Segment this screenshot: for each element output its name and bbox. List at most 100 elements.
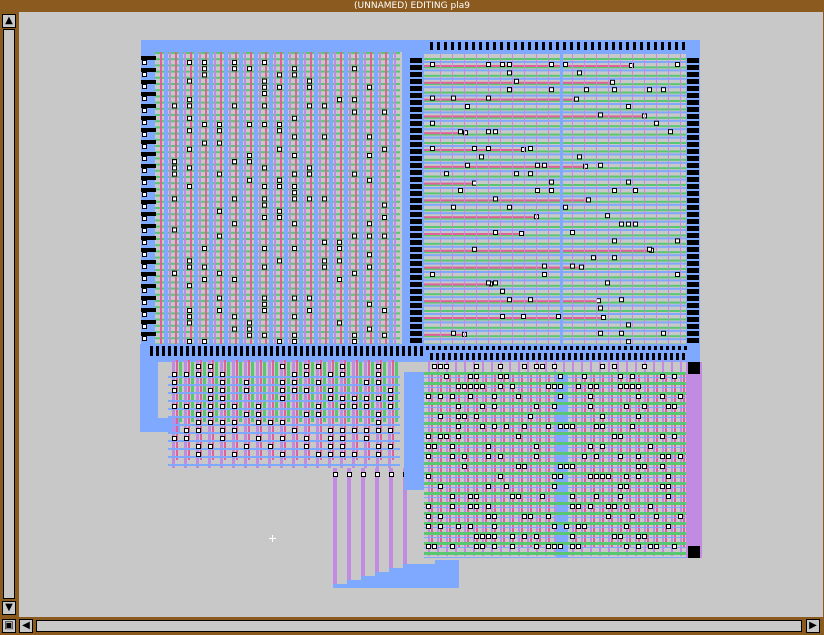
contact-cut-inner	[535, 545, 538, 548]
scroll-down-icon[interactable]: ▼	[2, 601, 16, 615]
contact-cut-inner	[595, 495, 598, 498]
contact-cut-inner	[278, 73, 281, 77]
or-plane-row-metal	[424, 229, 686, 231]
and-plane-column-metal2	[319, 52, 321, 348]
contact-cut-inner	[634, 222, 637, 226]
register-top-tab	[682, 353, 685, 360]
or-plane-output-tab	[687, 240, 699, 245]
corner-icon[interactable]: ▣	[2, 619, 16, 633]
contact-cut-inner	[583, 455, 586, 458]
contact-cut-inner	[433, 545, 436, 548]
and-plane-column-metal2	[304, 52, 306, 348]
contact-cut-inner	[631, 515, 634, 518]
or-plane-term-poly	[424, 216, 538, 219]
and-plane-column-metal2	[244, 52, 246, 348]
vertical-scroll-track[interactable]	[3, 29, 15, 599]
contact-cut-inner	[648, 88, 651, 92]
or-plane-output-tab	[687, 338, 699, 343]
or-plane-term-poly	[424, 266, 583, 269]
contact-cut-inner	[523, 465, 526, 468]
driver-row-metal	[168, 448, 400, 450]
contact-cut-inner	[389, 429, 392, 432]
or-plane-input-driver	[410, 212, 422, 217]
contact-cut-inner	[209, 397, 212, 400]
or-plane-top-tab	[668, 42, 671, 50]
and-plane-input-strap	[141, 152, 156, 156]
contact-cut-inner	[571, 465, 574, 468]
or-plane-input-driver	[410, 86, 422, 91]
contact-cut-inner	[221, 381, 224, 384]
or-plane-input-driver	[410, 135, 422, 140]
and-plane-row-diffusion	[155, 182, 400, 185]
contact-cut-inner	[517, 435, 520, 438]
or-plane-output-tab	[687, 219, 699, 224]
bus-contact-strip	[348, 346, 351, 356]
vertical-scrollbar[interactable]: ▲ ▼	[0, 12, 19, 617]
scroll-right-icon[interactable]: ▶	[806, 619, 820, 633]
or-plane-row-metal	[424, 119, 686, 122]
or-plane-input-driver	[410, 191, 422, 196]
and-plane-row-diffusion	[155, 200, 400, 203]
or-plane-row-metal	[424, 245, 686, 248]
contact-cut-inner	[625, 385, 628, 388]
and-plane-input-strap	[141, 260, 156, 264]
and-plane-input-strap	[141, 140, 156, 144]
or-plane-output-tab	[687, 331, 699, 336]
driver-column-metal2	[388, 360, 391, 468]
or-plane-top-tab	[549, 42, 552, 50]
contact-cut-inner	[368, 222, 371, 226]
scroll-up-icon[interactable]: ▲	[2, 14, 16, 28]
contact-cut-inner	[547, 385, 550, 388]
and-plane-input-strap	[141, 320, 156, 324]
contact-cut-inner	[627, 340, 630, 344]
bus-contact-strip	[258, 346, 261, 356]
contact-cut-inner	[559, 545, 562, 548]
contact-cut-inner	[543, 163, 546, 167]
contact-cut-inner	[505, 425, 508, 428]
register-column-poly	[503, 372, 505, 548]
or-plane-input-driver	[410, 247, 422, 252]
or-plane-row-diffusion	[424, 108, 686, 111]
bus-contact-strip	[384, 346, 387, 356]
contact-cut-inner	[308, 104, 311, 108]
contact-cut-inner	[559, 475, 562, 478]
contact-cut-inner	[329, 397, 332, 400]
contact-cut-inner	[368, 327, 371, 331]
or-plane-top-tab	[430, 42, 433, 50]
contact-cut-inner	[508, 71, 511, 75]
contact-cut-inner	[637, 415, 640, 418]
scroll-left-icon[interactable]: ◀	[19, 619, 33, 633]
contact-cut-inner	[439, 515, 442, 518]
contact-cut-inner	[457, 425, 460, 428]
contact-cut-inner	[571, 505, 574, 508]
or-plane-term-poly	[424, 65, 633, 67]
register-column-poly	[494, 372, 496, 548]
contact-cut-inner	[673, 405, 676, 408]
horizontal-scroll-track[interactable]	[36, 620, 802, 632]
contact-cut-inner	[293, 222, 296, 226]
contact-cut-inner	[427, 435, 430, 438]
horizontal-scrollbar[interactable]: ▣ ◀ ▶	[0, 617, 824, 635]
or-plane-output-tab	[687, 86, 699, 91]
contact-cut-inner	[601, 425, 604, 428]
or-plane-row-diffusion	[424, 74, 686, 77]
contact-cut-inner	[517, 465, 520, 468]
or-plane-top-tab	[570, 42, 573, 50]
contact-cut-inner	[577, 385, 580, 388]
contact-cut-inner	[377, 365, 380, 368]
register-top-tab	[586, 353, 589, 360]
or-plane-column-metal2	[608, 54, 609, 344]
contact-cut-inner	[233, 67, 236, 71]
contact-cut-inner	[365, 429, 368, 432]
contact-cut-inner	[377, 397, 380, 400]
contact-cut-inner	[571, 425, 574, 428]
contact-cut-inner	[329, 453, 332, 456]
or-plane-output-tab	[687, 170, 699, 175]
bus-contact-strip	[210, 346, 213, 356]
contact-cut-inner	[323, 197, 326, 201]
layout-canvas[interactable]	[19, 12, 823, 617]
contact-cut-inner	[368, 265, 371, 269]
and-plane-input-strap	[141, 308, 156, 312]
contact-cut-inner	[293, 73, 296, 77]
contact-cut-inner	[445, 375, 448, 378]
